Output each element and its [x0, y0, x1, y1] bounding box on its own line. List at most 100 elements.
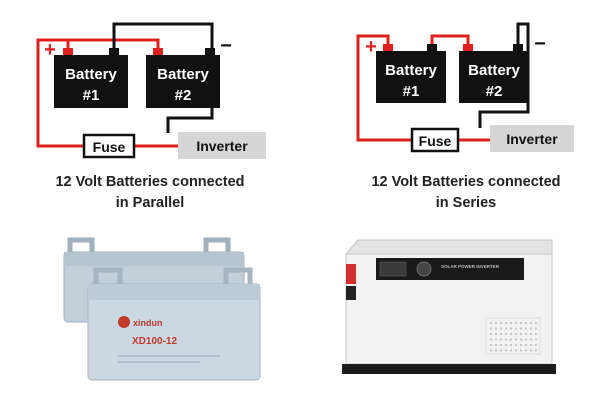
back-battery-handle-right: [203, 237, 231, 252]
parallel-caption: 12 Volt Batteries connected in Parallel: [20, 172, 280, 214]
vent-hole: [489, 349, 493, 352]
vent-hole: [509, 343, 513, 347]
series-b1-pos-terminal: [383, 44, 393, 51]
vent-hole: [489, 327, 493, 330]
battery-model-label: XD100-12: [132, 336, 177, 347]
parallel-b2-neg-terminal: [205, 48, 215, 55]
vent-hole: [524, 343, 528, 347]
series-caption-line-1: 12 Volt Batteries connected: [371, 174, 561, 190]
inverter-vent-grille: [485, 317, 541, 355]
vent-hole: [534, 332, 538, 336]
parallel-battery-1: [54, 55, 128, 108]
vent-hole: [529, 338, 533, 341]
parallel-plus-sign: +: [44, 39, 56, 61]
vent-hole: [494, 332, 498, 336]
parallel-battery-1-label: Battery: [65, 66, 117, 83]
vent-hole: [509, 327, 513, 330]
vent-hole: [529, 332, 533, 336]
series-battery-1: [376, 51, 446, 103]
vent-hole: [529, 349, 533, 352]
inverter-dial-icon: [416, 261, 432, 277]
inverter-product-photo: SOLAR POWER INVERTER: [342, 239, 556, 374]
inverter-top-face: [344, 239, 553, 255]
inverter-display: [379, 261, 407, 277]
parallel-negative-wire: [112, 22, 214, 52]
series-caption-line-2: in Series: [435, 195, 497, 211]
parallel-inverter: [178, 132, 266, 159]
series-fuse-label: Fuse: [419, 133, 452, 149]
vent-hole: [514, 321, 518, 325]
vent-hole: [509, 349, 513, 352]
vent-hole: [534, 321, 538, 325]
inverter-red-terminal: [346, 264, 356, 284]
parallel-minus-sign: −: [220, 35, 232, 57]
series-minus-sign: −: [534, 33, 546, 55]
inverter-panel-title: SOLAR POWER INVERTER: [441, 264, 500, 269]
vent-hole: [534, 338, 538, 341]
vent-hole: [494, 343, 498, 347]
parallel-fuse: [82, 133, 136, 159]
vent-hole: [489, 332, 493, 336]
inverter-base: [342, 364, 556, 374]
parallel-b2-pos-terminal: [153, 48, 163, 55]
vent-hole: [524, 338, 528, 341]
vent-hole: [499, 321, 503, 325]
inverter-control-panel: [376, 258, 524, 280]
vent-hole: [504, 321, 508, 325]
vent-hole: [514, 343, 518, 347]
xindun-logo-icon: [118, 316, 130, 328]
vent-hole: [529, 321, 533, 325]
series-positive-wire: [356, 34, 412, 142]
series-diagram: Battery #1 Battery #2 + − Fuse Inverter: [356, 22, 574, 153]
parallel-fuse-label: Fuse: [93, 139, 126, 155]
series-b2-neg-terminal: [513, 44, 523, 51]
vent-hole: [524, 332, 528, 336]
vent-hole: [534, 327, 538, 330]
vent-hole: [504, 343, 508, 347]
vent-hole: [494, 327, 498, 330]
front-battery-lid: [88, 284, 260, 300]
inverter-black-terminal: [346, 286, 356, 300]
vent-hole: [499, 332, 503, 336]
series-inverter: [490, 125, 574, 152]
series-battery-2: [459, 51, 529, 103]
series-inverter-label: Inverter: [506, 131, 558, 147]
series-battery-2-label: Battery: [468, 62, 520, 79]
parallel-b1-pos-terminal: [63, 48, 73, 55]
series-b1-neg-terminal: [427, 44, 437, 51]
vent-hole: [529, 327, 533, 330]
vent-hole: [534, 343, 538, 347]
parallel-positive-feed: [36, 38, 84, 148]
vent-hole: [504, 349, 508, 352]
vent-hole: [494, 349, 498, 352]
vent-hole: [489, 343, 493, 347]
vent-hole: [519, 338, 523, 341]
vent-hole: [524, 349, 528, 352]
vent-hole: [519, 321, 523, 325]
parallel-battery-2: [146, 55, 220, 108]
vent-hole: [514, 338, 518, 341]
vent-hole: [524, 327, 528, 330]
vent-hole: [519, 332, 523, 336]
vent-hole: [519, 343, 523, 347]
parallel-caption-line-1: 12 Volt Batteries connected: [55, 174, 245, 190]
series-battery-1-label: Battery: [385, 62, 437, 79]
parallel-inverter-label: Inverter: [196, 138, 248, 154]
vent-hole: [504, 327, 508, 330]
vent-hole: [504, 332, 508, 336]
series-caption: 12 Volt Batteries connected in Series: [338, 172, 594, 214]
vent-hole: [509, 332, 513, 336]
series-link-wire: [430, 34, 470, 48]
series-b2-pos-terminal: [463, 44, 473, 51]
vent-hole: [514, 349, 518, 352]
vent-hole: [524, 321, 528, 325]
vent-hole: [499, 338, 503, 341]
vent-hole: [499, 327, 503, 330]
vent-hole: [514, 332, 518, 336]
vent-hole: [494, 321, 498, 325]
battery-product-photo: xindun XD100-12: [63, 237, 261, 381]
vent-hole: [514, 327, 518, 330]
vent-hole: [494, 338, 498, 341]
parallel-battery-2-label: Battery: [157, 66, 209, 83]
